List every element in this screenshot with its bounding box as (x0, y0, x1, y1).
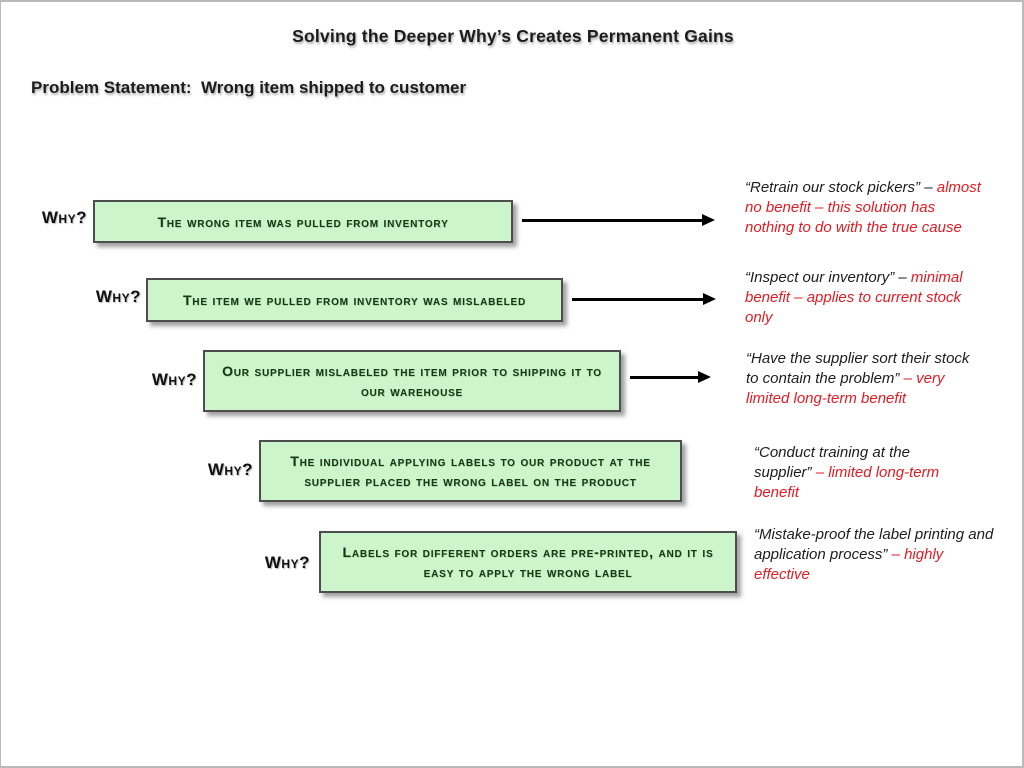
cause-text-2: The item we pulled from inventory was mi… (182, 292, 527, 308)
solution-quote-5: “Mistake-proof the label printing and ap… (754, 526, 994, 563)
cause-text-1: The wrong item was pulled from inventory (157, 213, 449, 230)
solution-annotation-2: “Inspect our inventory” – minimal benefi… (745, 268, 963, 328)
cause-text-3: Our supplier mislabeled the item prior t… (222, 363, 602, 399)
solution-quote-2: “Inspect our inventory” – (745, 269, 907, 286)
arrow-right-icon-3 (630, 371, 711, 382)
solution-quote-3: “Have the supplier sort their stock to c… (746, 350, 970, 387)
why-label-5: Why? (264, 553, 310, 572)
solution-comment-1: almost no benefit – this solution has no… (745, 179, 981, 236)
cause-text-4: The individual applying labels to our pr… (290, 453, 651, 489)
cause-box-3: Our supplier mislabeled the item prior t… (203, 350, 621, 412)
solution-comment-5: – highly effective (754, 546, 944, 583)
solution-annotation-5: “Mistake-proof the label printing and ap… (754, 525, 1000, 585)
solution-annotation-4: “Conduct training at the supplier” – lim… (754, 443, 956, 503)
solution-annotation-1: “Retrain our stock pickers” – almost no … (745, 178, 985, 238)
cause-box-1: The wrong item was pulled from inventory (93, 200, 513, 243)
cause-box-5: Labels for different orders are pre-prin… (319, 531, 737, 593)
solution-comment-3: – very limited long-term benefit (746, 370, 945, 407)
problem-statement: Problem Statement: Wrong item shipped to… (31, 78, 467, 97)
solution-annotation-3: “Have the supplier sort their stock to c… (746, 349, 976, 409)
solution-comment-4: – limited long-term benefit (754, 464, 940, 501)
why-label-1: Why? (41, 208, 87, 227)
solution-comment-2: minimal benefit – applies to current sto… (745, 269, 963, 326)
cause-box-4: The individual applying labels to our pr… (259, 440, 682, 502)
solution-quote-4: “Conduct training at the supplier” (754, 444, 910, 481)
slide-title: Solving the Deeper Why’s Creates Permane… (292, 26, 734, 46)
arrow-right-icon-2 (572, 293, 716, 304)
cause-text-5: Labels for different orders are pre-prin… (342, 544, 714, 580)
why-label-2: Why? (95, 287, 141, 306)
cause-box-2: The item we pulled from inventory was mi… (146, 278, 563, 322)
why-label-4: Why? (207, 460, 253, 479)
why-label-3: Why? (151, 370, 197, 389)
arrow-right-icon-1 (522, 214, 715, 225)
solution-quote-1: “Retrain our stock pickers” – (745, 179, 933, 196)
